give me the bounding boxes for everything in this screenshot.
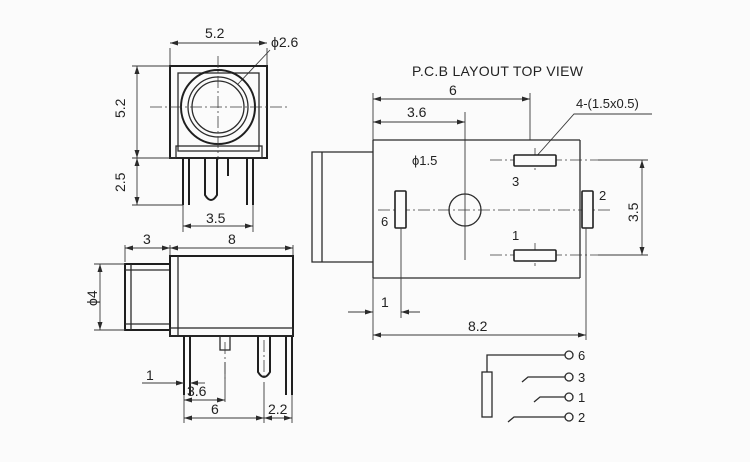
front-diameter-label: ϕ2.6 xyxy=(271,34,299,50)
pcb-layout-title: P.C.B LAYOUT TOP VIEW xyxy=(412,63,584,79)
front-view: 5.2 ϕ2.6 5.2 2.5 xyxy=(112,25,299,232)
pcb-layout: P.C.B LAYOUT TOP VIEW 6 3.6 4-(1.5x0.5) xyxy=(311,63,652,340)
pin-schematic: 6 3 1 2 xyxy=(481,348,585,425)
side-view: 3 8 ϕ4 1 xyxy=(84,231,294,423)
pcb-pad-pitch-label: 3.5 xyxy=(625,202,641,222)
schematic-terminal-2 xyxy=(564,412,574,422)
pcb-pad-label-6: 6 xyxy=(381,214,388,229)
pcb-body-length-label: 8.2 xyxy=(468,318,488,334)
schematic-terminal-1 xyxy=(564,392,574,402)
pcb-total-width-label: 6 xyxy=(449,82,457,98)
side-nose-diameter-label: ϕ4 xyxy=(84,290,100,306)
side-offset-label: 1 xyxy=(146,367,154,383)
pcb-edge-label: 1 xyxy=(381,294,389,310)
front-pin-length-label: 2.5 xyxy=(112,172,128,192)
front-width-label: 5.2 xyxy=(205,25,225,41)
pcb-hole-x-label: 3.6 xyxy=(407,104,427,120)
pcb-pad-1 xyxy=(513,249,557,262)
schematic-pin-6: 6 xyxy=(578,348,585,363)
pcb-slot-note: 4-(1.5x0.5) xyxy=(576,96,639,111)
side-body-length-label: 8 xyxy=(228,231,236,247)
pcb-pad-label-1: 1 xyxy=(512,228,519,243)
pcb-pad-label-3: 3 xyxy=(512,174,519,189)
side-nose-length-label: 3 xyxy=(143,231,151,247)
pcb-hole-diameter-label: ϕ1.5 xyxy=(412,153,437,168)
pcb-pad-3 xyxy=(513,154,557,167)
side-pin-a-label: 3.6 xyxy=(187,383,207,399)
front-pin-pitch-label: 3.5 xyxy=(206,210,226,226)
side-pin-c-label: 2.2 xyxy=(268,401,288,417)
schematic-terminal-3 xyxy=(564,372,574,382)
pcb-pad-label-2: 2 xyxy=(599,188,606,203)
schematic-pin-3: 3 xyxy=(578,370,585,385)
front-height-label: 5.2 xyxy=(112,98,128,118)
schematic-pin-1: 1 xyxy=(578,390,585,405)
schematic-sleeve xyxy=(481,371,493,418)
schematic-pin-2: 2 xyxy=(578,410,585,425)
schematic-terminal-6 xyxy=(564,350,574,360)
pcb-center-hole xyxy=(448,193,482,227)
side-pin-b-label: 6 xyxy=(211,401,219,417)
pcb-pad-2 xyxy=(581,190,594,229)
pcb-pad-6 xyxy=(394,190,407,229)
